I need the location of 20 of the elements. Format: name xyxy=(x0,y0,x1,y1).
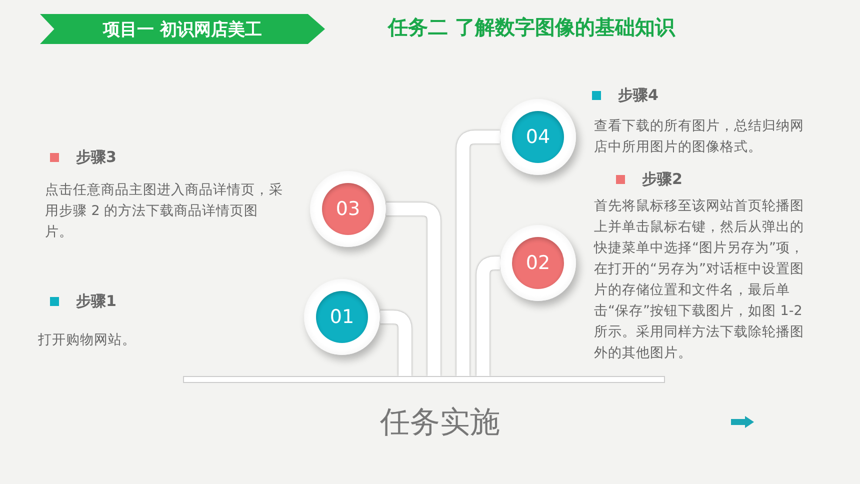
step-heading: 步骤4 xyxy=(618,86,658,105)
pipe-connector xyxy=(476,256,502,376)
step-heading: 步骤1 xyxy=(76,292,116,311)
pipe-connector xyxy=(456,130,500,376)
step-number-circle: 03 xyxy=(322,183,374,235)
step-description: 打开购物网站。 xyxy=(38,331,137,350)
step-description: 首先将鼠标移至该网站首页轮播图上并单击鼠标右键，然后从弹出的快捷菜单中选择“图片另存为”项，在打开的“另存为”对话框中设置图片的存储位置和文件名，最后单击“保存”按钮下载图片，如图 1-2 所示。采用同样方法下载除轮播图外的其他图片。 xyxy=(594,197,805,363)
step-description: 点击任意商品主图进入商品详情页，采用步骤 2 的方法下载商品详情页图片。 xyxy=(45,181,284,242)
base-bar xyxy=(183,376,665,383)
pipe-connector xyxy=(380,310,412,376)
title: 任务二 了解数字图像的基础知识 xyxy=(388,14,675,41)
caption: 任务实施 xyxy=(380,404,500,442)
step-number-circle: 04 xyxy=(512,111,564,163)
step-heading: 步骤2 xyxy=(642,170,682,189)
pipe-connector xyxy=(386,202,440,376)
step-heading: 步骤3 xyxy=(76,148,116,167)
step-number-circle: 01 xyxy=(316,291,368,343)
step-description: 查看下载的所有图片，总结归纳网店中所用图片的图像格式。 xyxy=(594,117,805,157)
project-banner: 项目一 初识网店美工 xyxy=(40,14,325,44)
step-number-circle: 02 xyxy=(512,237,564,289)
